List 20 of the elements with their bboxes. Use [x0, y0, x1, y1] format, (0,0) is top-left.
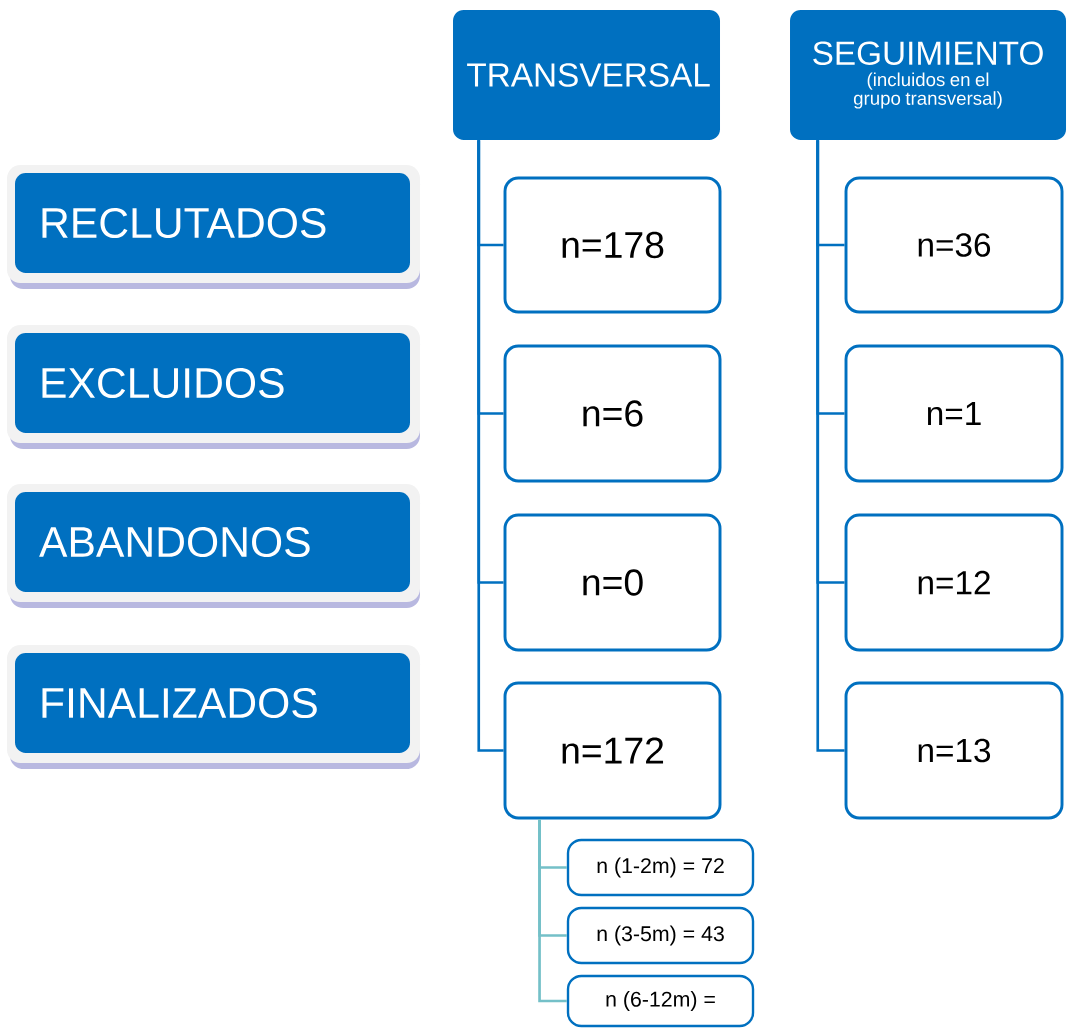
count-box: n=172 [503, 681, 722, 820]
count-box: n=12 [844, 513, 1064, 652]
subgroup-box: n (3-5m) = 43 [566, 906, 755, 965]
category-box: FINALIZADOS [7, 645, 420, 769]
count-box: n=178 [503, 176, 722, 314]
count-box: n=13 [844, 681, 1064, 820]
header-box: SEGUIMIENTO (incluidos en el grupo transversal) [790, 10, 1066, 140]
count-box: n=1 [844, 344, 1064, 483]
count-box: n=6 [503, 344, 722, 483]
category-box: EXCLUIDOS [7, 325, 420, 449]
connector-line [477, 140, 504, 752]
count-box: n=0 [503, 513, 722, 652]
subgroup-box: n (6-12m) = [566, 974, 755, 1028]
header-box: TRANSVERSAL [453, 10, 720, 140]
count-box: n=36 [844, 176, 1064, 314]
connector-line [816, 140, 845, 752]
category-box: ABANDONOS [7, 484, 420, 608]
connector-line [538, 819, 567, 1003]
category-box: RECLUTADOS [7, 165, 420, 289]
subgroup-box: n (1-2m) = 72 [566, 838, 755, 897]
